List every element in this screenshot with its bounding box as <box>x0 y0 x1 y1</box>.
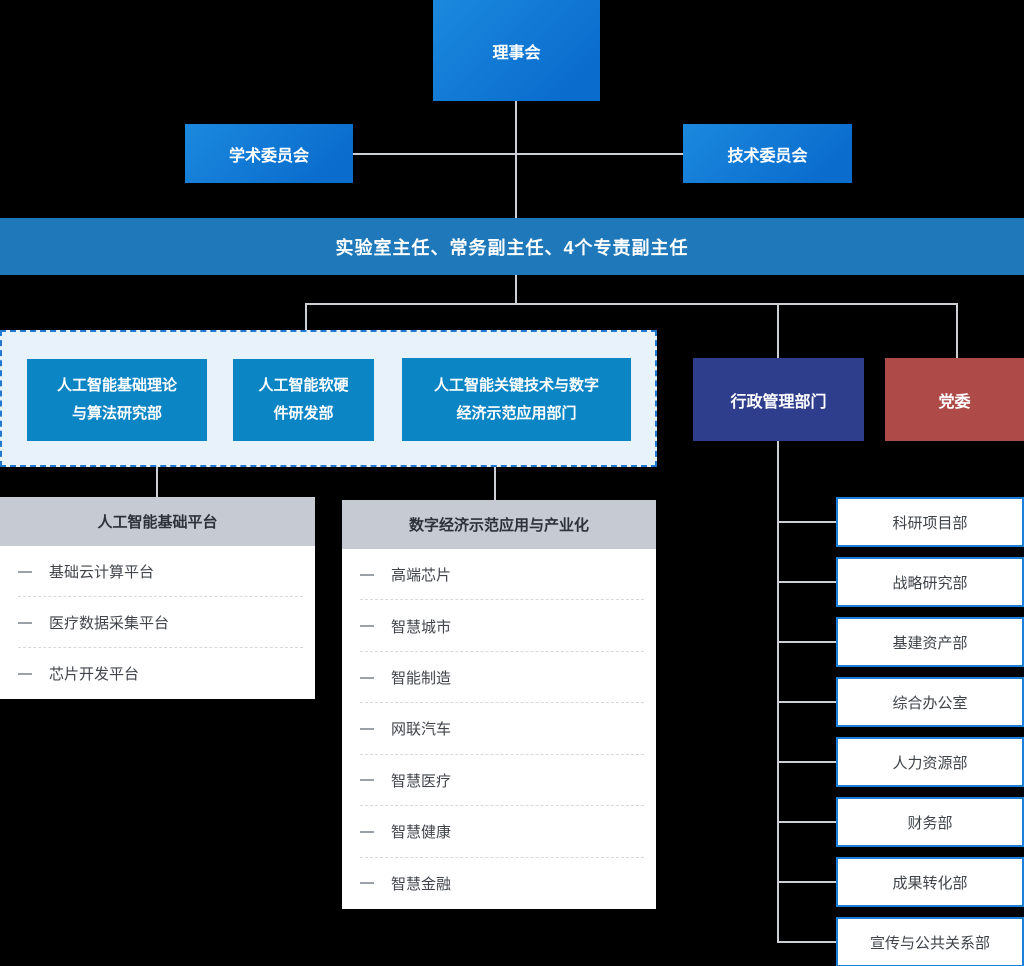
dash-icon <box>18 570 32 573</box>
list-item: 网联汽车 <box>342 703 656 756</box>
admin-child-node: 宣传与公共关系部 <box>836 917 1024 966</box>
list-item: 智慧金融 <box>342 857 656 909</box>
connector-to-party <box>956 303 958 358</box>
connector-to-research <box>305 303 307 330</box>
application-panel-body: 高端芯片 智慧城市 智能制造 网联汽车 智慧医疗 智慧健康 <box>342 549 656 909</box>
list-item: 基础云计算平台 <box>0 546 315 597</box>
list-item-label: 智慧城市 <box>391 618 452 636</box>
connector-admin-stub <box>777 641 836 643</box>
connector-level3-horizontal <box>305 303 958 305</box>
admin-child-node: 财务部 <box>836 797 1024 847</box>
dash-icon <box>360 779 374 782</box>
connector-admin-trunk <box>777 441 779 942</box>
connector-admin-stub <box>777 881 836 883</box>
list-item-label: 芯片开发平台 <box>49 666 140 683</box>
list-item-label: 智能制造 <box>391 670 452 688</box>
application-panel: 数字经济示范应用与产业化 高端芯片 智慧城市 智能制造 网联汽车 智慧医疗 <box>342 500 656 909</box>
admin-child-node: 科研项目部 <box>836 497 1024 547</box>
list-item-label: 医疗数据采集平台 <box>49 615 170 632</box>
admin-child-node: 综合办公室 <box>836 677 1024 727</box>
list-item-label: 智慧金融 <box>391 875 452 893</box>
platform-panel: 人工智能基础平台 基础云计算平台 医疗数据采集平台 芯片开发平台 <box>0 497 315 699</box>
list-item: 医疗数据采集平台 <box>0 597 315 648</box>
list-item: 芯片开发平台 <box>0 648 315 699</box>
dash-icon <box>360 830 374 833</box>
connector-committees <box>353 153 683 155</box>
connector-admin-stub <box>777 701 836 703</box>
platform-panel-body: 基础云计算平台 医疗数据采集平台 芯片开发平台 <box>0 546 315 699</box>
admin-child-node: 成果转化部 <box>836 857 1024 907</box>
list-item: 智能制造 <box>342 651 656 704</box>
connector-dept1-to-platform <box>156 467 158 497</box>
dash-icon <box>360 625 374 628</box>
list-item-label: 智慧医疗 <box>391 772 452 790</box>
dash-icon <box>360 676 374 679</box>
connector-admin-stub <box>777 941 836 943</box>
connector-admin-stub <box>777 581 836 583</box>
list-item: 高端芯片 <box>342 549 656 601</box>
directors-bar: 实验室主任、常务副主任、4个专责副主任 <box>0 218 1024 275</box>
connector-bar-down <box>515 275 517 305</box>
admin-child-node: 基建资产部 <box>836 617 1024 667</box>
application-panel-title: 数字经济示范应用与产业化 <box>342 500 656 549</box>
dash-icon <box>18 672 32 675</box>
research-dept-hardware-node: 人工智能软硬件研发部 <box>233 359 374 441</box>
connector-admin-stub <box>777 821 836 823</box>
dash-icon <box>360 882 374 885</box>
list-item: 智慧城市 <box>342 600 656 653</box>
connector-admin-stub <box>777 521 836 523</box>
research-dept-theory-node: 人工智能基础理论与算法研究部 <box>27 359 207 441</box>
dash-icon <box>360 573 374 576</box>
list-item-label: 高端芯片 <box>391 567 452 585</box>
admin-child-node: 人力资源部 <box>836 737 1024 787</box>
dash-icon <box>18 621 32 624</box>
research-dept-keytech-node: 人工智能关键技术与数字经济示范应用部门 <box>402 358 631 441</box>
list-item: 智慧健康 <box>342 806 656 858</box>
admin-child-node: 战略研究部 <box>836 557 1024 607</box>
dash-icon <box>360 727 374 730</box>
list-item: 智慧医疗 <box>342 754 656 807</box>
list-item-label: 智慧健康 <box>391 824 452 842</box>
party-committee-node: 党委 <box>885 358 1024 441</box>
list-item-label: 基础云计算平台 <box>49 564 155 581</box>
connector-admin-stub <box>777 761 836 763</box>
platform-panel-title: 人工智能基础平台 <box>0 497 315 546</box>
connector-dept3-to-application <box>494 467 496 500</box>
connector-board-to-bar <box>515 101 517 218</box>
board-node: 理事会 <box>433 0 600 101</box>
academic-committee-node: 学术委员会 <box>185 124 353 183</box>
admin-department-node: 行政管理部门 <box>693 358 864 441</box>
technical-committee-node: 技术委员会 <box>683 124 852 183</box>
connector-to-admin <box>777 303 779 358</box>
list-item-label: 网联汽车 <box>391 721 452 739</box>
